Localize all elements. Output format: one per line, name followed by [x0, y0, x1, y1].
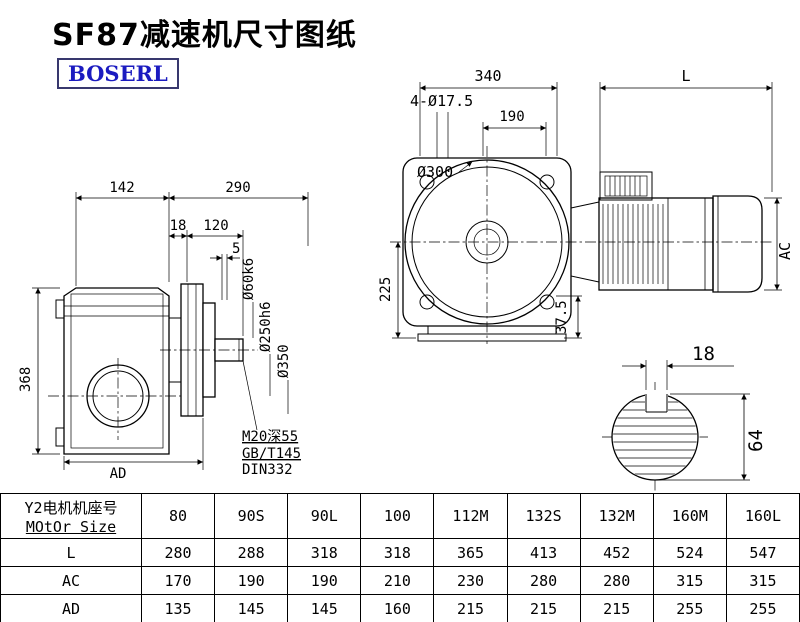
motor-fins — [602, 204, 664, 284]
motor-size-header: Y2电机机座号 MOtOr Size — [0, 493, 142, 539]
page-title: SF87减速机尺寸图纸 — [52, 18, 357, 53]
table-cell: 145 — [287, 594, 362, 622]
dim-290: 290 — [225, 180, 250, 196]
technical-drawing: 142 290 18 120 5 368 AD — [18, 67, 794, 492]
table-cell: 230 — [433, 566, 508, 595]
table-row-AD: AD 135 145 145 160 215 215 215 255 255 — [0, 594, 800, 622]
brand-logo: BOSERL — [57, 58, 179, 89]
table-cell: 365 — [433, 538, 508, 567]
table-cell: 215 — [579, 594, 654, 622]
column-header: 100 — [360, 493, 435, 539]
dim-190: 190 — [499, 109, 524, 125]
terminal-box-lines — [609, 176, 641, 196]
table-cell: 318 — [360, 538, 435, 567]
front-view-drawing: 340 L 4-Ø17.5 190 Ø300 225 — [378, 67, 794, 344]
dim-ad: AD — [110, 466, 127, 482]
table-cell: 190 — [287, 566, 362, 595]
dim-flange-diameter: Ø350 — [276, 344, 292, 378]
row-label: L — [0, 538, 142, 567]
column-header: 160M — [652, 493, 727, 539]
table-cell: 215 — [433, 594, 508, 622]
table-cell: 255 — [725, 594, 800, 622]
table-header-row: Y2电机机座号 MOtOr Size 80 90S 90L 100 112M 1… — [0, 493, 800, 539]
dim-142: 142 — [109, 180, 134, 196]
table-cell: 160 — [360, 594, 435, 622]
dim-motor-length: L — [681, 67, 690, 85]
table-cell: 318 — [287, 538, 362, 567]
dim-shaft-diameter: Ø60k6 — [241, 258, 257, 300]
table-cell: 452 — [579, 538, 654, 567]
column-header: 90S — [214, 493, 289, 539]
dim-300-diameter: Ø300 — [417, 163, 453, 181]
note-gb-standard: GB/T145 — [242, 446, 301, 462]
table-cell: 210 — [360, 566, 435, 595]
column-header: 160L — [725, 493, 800, 539]
dim-120: 120 — [203, 218, 228, 234]
dim-340: 340 — [474, 67, 501, 85]
table-cell: 315 — [725, 566, 800, 595]
table-cell: 280 — [579, 566, 654, 595]
motor-size-header-en: MOtOr Size — [25, 517, 117, 536]
dim-bolt-holes: 4-Ø17.5 — [410, 92, 473, 110]
row-label: AC — [0, 566, 142, 595]
dim-18: 18 — [170, 218, 187, 234]
dim-5: 5 — [232, 241, 240, 257]
table-cell: 288 — [214, 538, 289, 567]
row-label: AD — [0, 594, 142, 622]
table-cell: 190 — [214, 566, 289, 595]
table-cell: 524 — [652, 538, 727, 567]
shaft-section-drawing: 18 64 — [602, 343, 767, 492]
motor-size-header-cn: Y2电机机座号 — [24, 498, 118, 517]
column-header: 112M — [433, 493, 508, 539]
dim-motor-ac: AC — [776, 242, 794, 260]
table-cell: 280 — [140, 538, 216, 567]
table-row-L: L 280 288 318 318 365 413 452 524 547 — [0, 538, 800, 567]
table-cell: 255 — [652, 594, 727, 622]
column-header: 80 — [140, 493, 216, 539]
table-cell: 135 — [140, 594, 216, 622]
table-cell: 170 — [140, 566, 216, 595]
table-cell: 215 — [506, 594, 581, 622]
column-header: 132M — [579, 493, 654, 539]
table-cell: 280 — [506, 566, 581, 595]
note-thread: M20深55 — [242, 429, 298, 445]
motor-dimension-table: Y2电机机座号 MOtOr Size 80 90S 90L 100 112M 1… — [0, 493, 800, 622]
dim-section-height: 64 — [745, 429, 767, 452]
table-cell: 547 — [725, 538, 800, 567]
dim-37-5: 37.5 — [554, 300, 570, 334]
dim-key-width: 18 — [692, 343, 715, 365]
dim-hub-diameter: Ø250h6 — [258, 301, 274, 352]
note-din-standard: DIN332 — [242, 462, 293, 478]
table-cell: 315 — [652, 566, 727, 595]
side-view-drawing: 142 290 18 120 5 368 AD — [18, 180, 309, 482]
table-row-AC: AC 170 190 190 210 230 280 280 315 315 — [0, 566, 800, 595]
column-header: 132S — [506, 493, 581, 539]
dim-225: 225 — [378, 277, 394, 302]
table-cell: 413 — [506, 538, 581, 567]
table-cell: 145 — [214, 594, 289, 622]
column-header: 90L — [287, 493, 362, 539]
dim-368: 368 — [18, 367, 34, 392]
